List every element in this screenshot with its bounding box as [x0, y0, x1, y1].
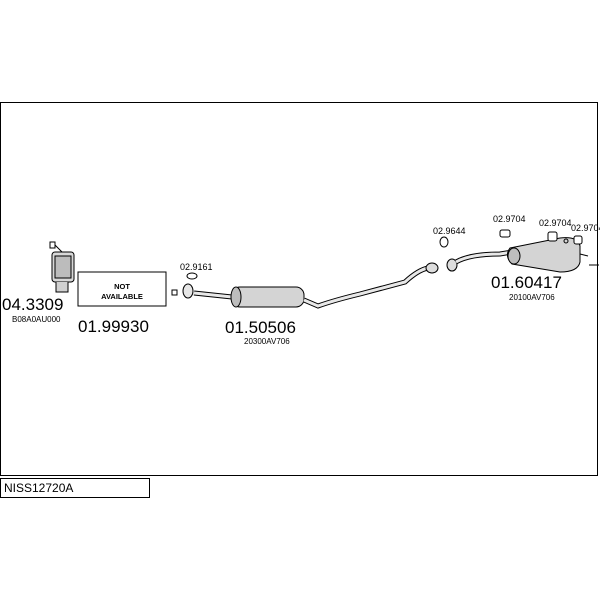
not-available-line1: NOT — [114, 282, 130, 291]
rear-part-number: 01.60417 — [491, 273, 562, 292]
hanger-c-label: 02.9704 — [571, 223, 600, 233]
catalytic-converter — [49, 241, 75, 293]
ring-mid-label: 02.9644 — [433, 226, 466, 236]
cat-part-number: 04.3309 — [2, 295, 63, 314]
front-pipe-part-number: 01.99930 — [78, 317, 149, 336]
not-available-line2: AVAILABLE — [101, 292, 143, 301]
rear-silencer — [506, 237, 589, 273]
diagram-code-box: NISS12720A — [0, 478, 150, 498]
rear-oe-number: 20100AV706 — [509, 293, 555, 302]
middle-oe-number: 20300AV706 — [244, 337, 290, 346]
hanger-b-label: 02.9704 — [539, 218, 572, 228]
hanger-a-label: 02.9704 — [493, 214, 526, 224]
middle-silencer — [230, 286, 305, 308]
middle-part-number: 01.50506 — [225, 318, 296, 337]
cat-oe-number: B08A0AU000 — [12, 315, 61, 324]
diagram-frame — [0, 102, 598, 476]
gasket-front-label: 02.9161 — [180, 262, 213, 272]
not-available-box — [77, 271, 167, 307]
